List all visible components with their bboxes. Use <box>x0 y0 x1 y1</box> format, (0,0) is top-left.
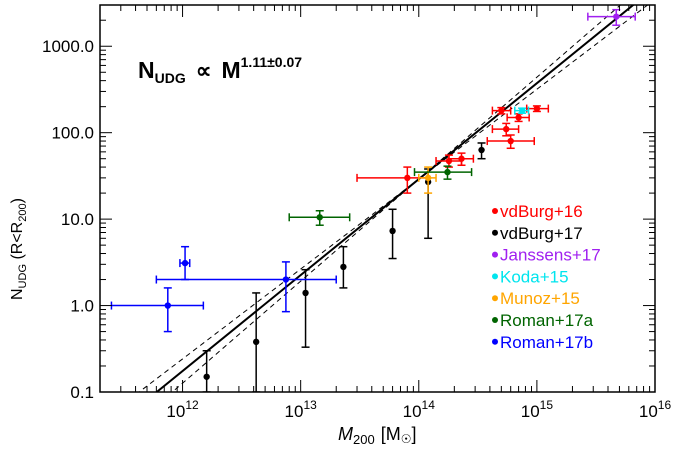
legend-item-koda-15: Koda+15 <box>492 267 569 286</box>
data-point <box>356 166 429 194</box>
legend-marker <box>492 251 498 258</box>
point-marker <box>302 289 309 297</box>
legend-item-roman-17a: Roman+17a <box>492 311 594 330</box>
data-point <box>413 165 473 180</box>
legend-item-munoz-15: Munoz+15 <box>492 289 580 308</box>
legend-item-roman-17b: Roman+17b <box>492 333 593 352</box>
series-roman-17b <box>110 245 337 333</box>
data-point <box>155 261 337 313</box>
data-point <box>448 152 475 166</box>
x-tick-label: 1013 <box>285 398 318 421</box>
series-munoz-15 <box>418 166 437 194</box>
y-axis-label: NUDG (R<R200) <box>9 198 29 300</box>
data-point <box>110 287 205 333</box>
point-marker <box>507 137 514 145</box>
series-koda-15 <box>514 106 530 115</box>
data-point <box>491 106 512 115</box>
fit-line <box>155 5 635 392</box>
point-marker <box>181 259 189 267</box>
data-point <box>301 268 310 348</box>
legend-label: Janssens+17 <box>500 246 601 265</box>
point-marker <box>404 174 411 182</box>
data-point <box>491 122 520 137</box>
data-point <box>179 245 191 281</box>
legend-marker <box>492 317 498 323</box>
legend-label: vdBurg+16 <box>500 202 583 221</box>
legend-marker <box>492 229 498 236</box>
x-tick-labels: 1012 1013 1014 1015 1016 <box>166 398 671 421</box>
y-tick-label: 100.0 <box>51 124 94 143</box>
legend-item-vdburg-16: vdBurg+16 <box>492 202 583 221</box>
point-marker <box>458 155 465 162</box>
data-point <box>587 8 636 26</box>
x-tick-label: 1012 <box>166 398 199 421</box>
legend-marker <box>492 338 498 345</box>
series-vdburg-17 <box>202 142 486 392</box>
legend-label: Munoz+15 <box>500 289 580 308</box>
point-marker <box>478 146 485 154</box>
point-marker <box>164 302 171 309</box>
legend-label: Roman+17a <box>500 311 594 330</box>
data-point <box>525 104 550 113</box>
legend-item-vdburg-17: vdBurg+17 <box>492 224 583 243</box>
x-tick-label: 1015 <box>521 398 554 421</box>
point-marker <box>203 373 210 380</box>
plot-frame <box>99 4 656 393</box>
point-marker <box>518 107 526 114</box>
data-point <box>506 113 530 123</box>
legend-marker <box>492 208 498 214</box>
series-roman-17a <box>288 165 473 226</box>
point-marker <box>340 263 347 271</box>
plot-area <box>110 5 649 392</box>
fit-annotation: NUDG∝M1.11±0.07 <box>138 54 302 86</box>
point-marker <box>613 13 620 20</box>
point-marker <box>424 174 432 182</box>
x-tick-label: 1014 <box>403 398 436 421</box>
data-point <box>418 166 437 194</box>
series-vdburg-16 <box>356 104 550 194</box>
y-tick-label: 10.0 <box>61 210 94 229</box>
x-tick-label: 1016 <box>639 398 672 421</box>
legend: vdBurg+16 vdBurg+17Janssens+17Koda+15Muno… <box>492 202 601 352</box>
legend-marker <box>492 295 498 302</box>
data-point <box>288 209 351 226</box>
y-tick-label: 0.1 <box>70 383 94 402</box>
point-marker <box>503 125 510 133</box>
y-tick-label: 1.0 <box>70 297 94 316</box>
legend-label: vdBurg+17 <box>500 224 583 243</box>
series-janssens-17 <box>587 8 636 26</box>
point-marker <box>533 105 541 112</box>
point-marker <box>444 168 451 176</box>
legend-label: Koda+15 <box>500 267 569 286</box>
legend-label: Roman+17b <box>500 333 593 352</box>
legend-item-janssens-17: Janssens+17 <box>492 246 601 265</box>
y-tick-labels: 0.1 1.0 10.0 100.0 1000.0 <box>42 37 94 402</box>
y-tick-label: 1000.0 <box>42 37 94 56</box>
point-marker <box>282 276 290 283</box>
data-point <box>388 208 397 260</box>
point-marker <box>252 338 260 346</box>
data-point <box>202 350 211 392</box>
data-point <box>252 292 261 392</box>
data-point <box>514 106 530 115</box>
legend-marker <box>492 273 498 280</box>
data-point <box>486 134 536 150</box>
point-marker <box>316 214 323 221</box>
sun-symbol-icon: ☉ <box>401 432 412 446</box>
point-marker <box>498 107 505 114</box>
data-point <box>477 142 486 160</box>
axis-ticks <box>99 4 656 393</box>
x-axis-label: M200[M☉] <box>338 424 416 447</box>
point-marker <box>389 227 396 235</box>
data-point <box>339 245 348 289</box>
point-marker <box>515 114 522 121</box>
